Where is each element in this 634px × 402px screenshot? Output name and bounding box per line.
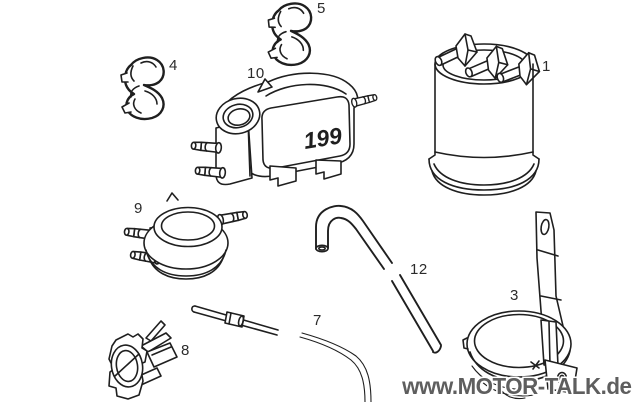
part-number-8: 8 [181, 342, 190, 359]
part-number-4: 4 [169, 57, 178, 74]
part-clamp-bracket [462, 211, 578, 400]
part-bent-hose [315, 204, 442, 354]
part-thin-pipe [191, 305, 372, 402]
part-number-7: 7 [313, 312, 322, 329]
part-number-3: 3 [510, 287, 519, 304]
part-number-1: 1 [542, 58, 551, 75]
watermark-text: www.MOTOR-TALK.de [401, 373, 632, 399]
part-number-12: 12 [410, 261, 428, 278]
part-number-9: 9 [134, 200, 143, 217]
valve-marking: 199 [302, 122, 344, 154]
part-canister [428, 33, 542, 196]
part-valve-unit: 199 [190, 72, 379, 187]
part-holder-bracket [108, 320, 178, 400]
part-round-filter [123, 192, 249, 280]
part-number-5: 5 [317, 0, 326, 17]
part-number-10: 10 [247, 65, 265, 82]
